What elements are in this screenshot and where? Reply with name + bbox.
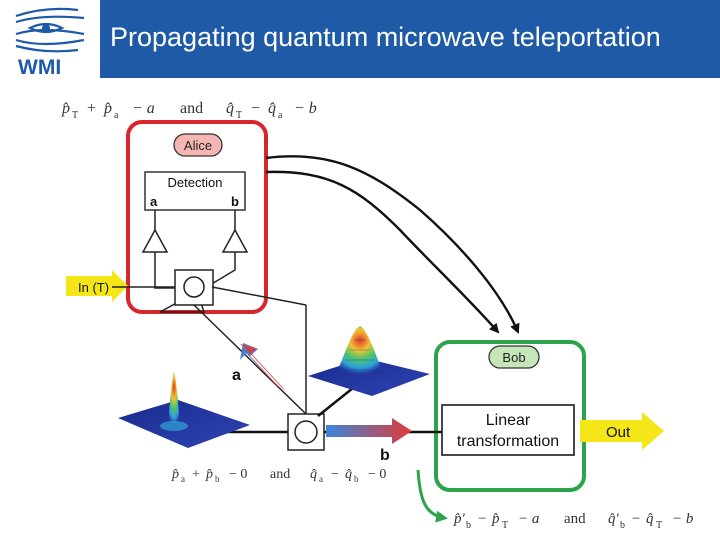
output-label: Out — [606, 424, 631, 441]
alice-to-split-line — [211, 286, 307, 306]
eq-bot-sub2: T — [502, 520, 508, 531]
eq-bot-sub4: T — [656, 520, 662, 531]
eq-mid-term1: p̂ — [171, 467, 179, 482]
eq-bot-term4: q̂ — [646, 511, 654, 527]
feedforward-b-line — [265, 170, 500, 334]
alice-label-bubble — [173, 133, 223, 157]
feedforward-a-line — [265, 155, 520, 334]
alice-beamsplitter-icon — [183, 276, 205, 298]
linear-label-line1: Linear — [486, 412, 531, 429]
eq-top-and: and — [180, 100, 203, 117]
wigner-left-icon — [118, 372, 250, 448]
eq-mid-and: and — [270, 467, 290, 482]
input-arrow — [66, 270, 128, 302]
detection-box — [144, 171, 246, 211]
eq-top-sub3: T — [236, 110, 242, 121]
bob-box — [434, 340, 586, 492]
amplifier-b-icon — [221, 228, 249, 253]
eq-top-term3: q̂ — [226, 100, 234, 117]
eq-mid-rhs: − 0 — [229, 467, 247, 482]
eq-bot-minus: − — [478, 511, 486, 527]
wmi-logo-icon: WMI — [15, 7, 85, 79]
eq-top-rhs2: − b — [294, 100, 317, 117]
arrow-b — [326, 418, 412, 444]
alice-label: Alice — [184, 138, 212, 153]
output-arrow — [580, 412, 664, 450]
eq-mid-term3: q̂ — [310, 467, 317, 482]
eq-mid-term2: p̂ — [205, 467, 213, 482]
eq-top-term2: p̂ — [103, 100, 112, 117]
linear-label-line2: transformation — [457, 433, 559, 450]
linear-transformation-box — [441, 404, 575, 456]
input-label: In (T) — [78, 280, 109, 295]
eq-mid-rhs2: − 0 — [368, 467, 386, 482]
eq-bot-sub1: b — [466, 520, 471, 531]
equation-bottom: p̂′ b − p̂ T − a and q̂′ b − q̂ T − b — [453, 511, 694, 531]
amplifier-a-icon — [141, 228, 169, 253]
eq-bot-term2: p̂ — [491, 511, 500, 527]
wmi-logo: WMI — [0, 0, 100, 79]
arrow-b-label: b — [380, 447, 390, 464]
eq-top-sub1: T — [72, 110, 78, 121]
alice-wiring — [154, 210, 236, 313]
eq-bot-term1: p̂′ — [453, 511, 466, 527]
epr-beamsplitter-icon — [294, 420, 318, 444]
detection-label: Detection — [168, 175, 223, 190]
eq-mid-minus: − — [331, 467, 339, 482]
eq-top-minus: − — [251, 100, 260, 117]
eq-bot-term3: q̂′ — [608, 511, 620, 527]
eq-mid-sub2: b — [215, 474, 220, 484]
logo-text: WMI — [18, 56, 61, 78]
eq-mid-plus: + — [192, 467, 200, 482]
bob-label-bubble — [488, 345, 540, 369]
page-title: Propagating quantum microwave teleportat… — [110, 22, 661, 52]
eq-bot-minus2: − — [632, 511, 640, 527]
arrow-a-label: a — [232, 367, 241, 384]
eq-mid-sub4: b — [354, 474, 359, 484]
eq-top-sub4: a — [278, 110, 283, 121]
title-bar: Propagating quantum microwave teleportat… — [100, 0, 720, 78]
detection-port-a: a — [150, 194, 158, 209]
eq-bot-rhs: − a — [518, 511, 539, 527]
arrow-a — [240, 343, 286, 391]
teleportation-diagram: p̂ T + p̂ a − a and q̂ T − q̂ a − b Alic… — [61, 100, 694, 531]
eq-top-sub2: a — [114, 110, 119, 121]
bob-label: Bob — [502, 350, 525, 365]
eq-mid-sub3: a — [319, 474, 323, 484]
green-output-curve — [416, 469, 448, 523]
eq-bot-sub3: b — [620, 520, 625, 531]
eq-mid-sub1: a — [181, 474, 185, 484]
detection-port-b: b — [231, 194, 239, 209]
wigner-right-icon — [308, 326, 430, 396]
eq-top-term4: q̂ — [268, 100, 276, 117]
equation-middle: p̂ a + p̂ b − 0 and q̂ a − q̂ b − 0 — [171, 467, 386, 484]
split-line-diagonal — [193, 304, 307, 415]
eq-top-rhs: − a — [132, 100, 155, 117]
eq-bot-and: and — [564, 511, 586, 527]
eq-mid-term4: q̂ — [345, 467, 352, 482]
equation-top: p̂ T + p̂ a − a and q̂ T − q̂ a − b — [61, 100, 317, 121]
eq-top-plus: + — [87, 100, 96, 117]
eq-top-term1: p̂ — [61, 100, 70, 117]
eq-bot-rhs2: − b — [672, 511, 694, 527]
